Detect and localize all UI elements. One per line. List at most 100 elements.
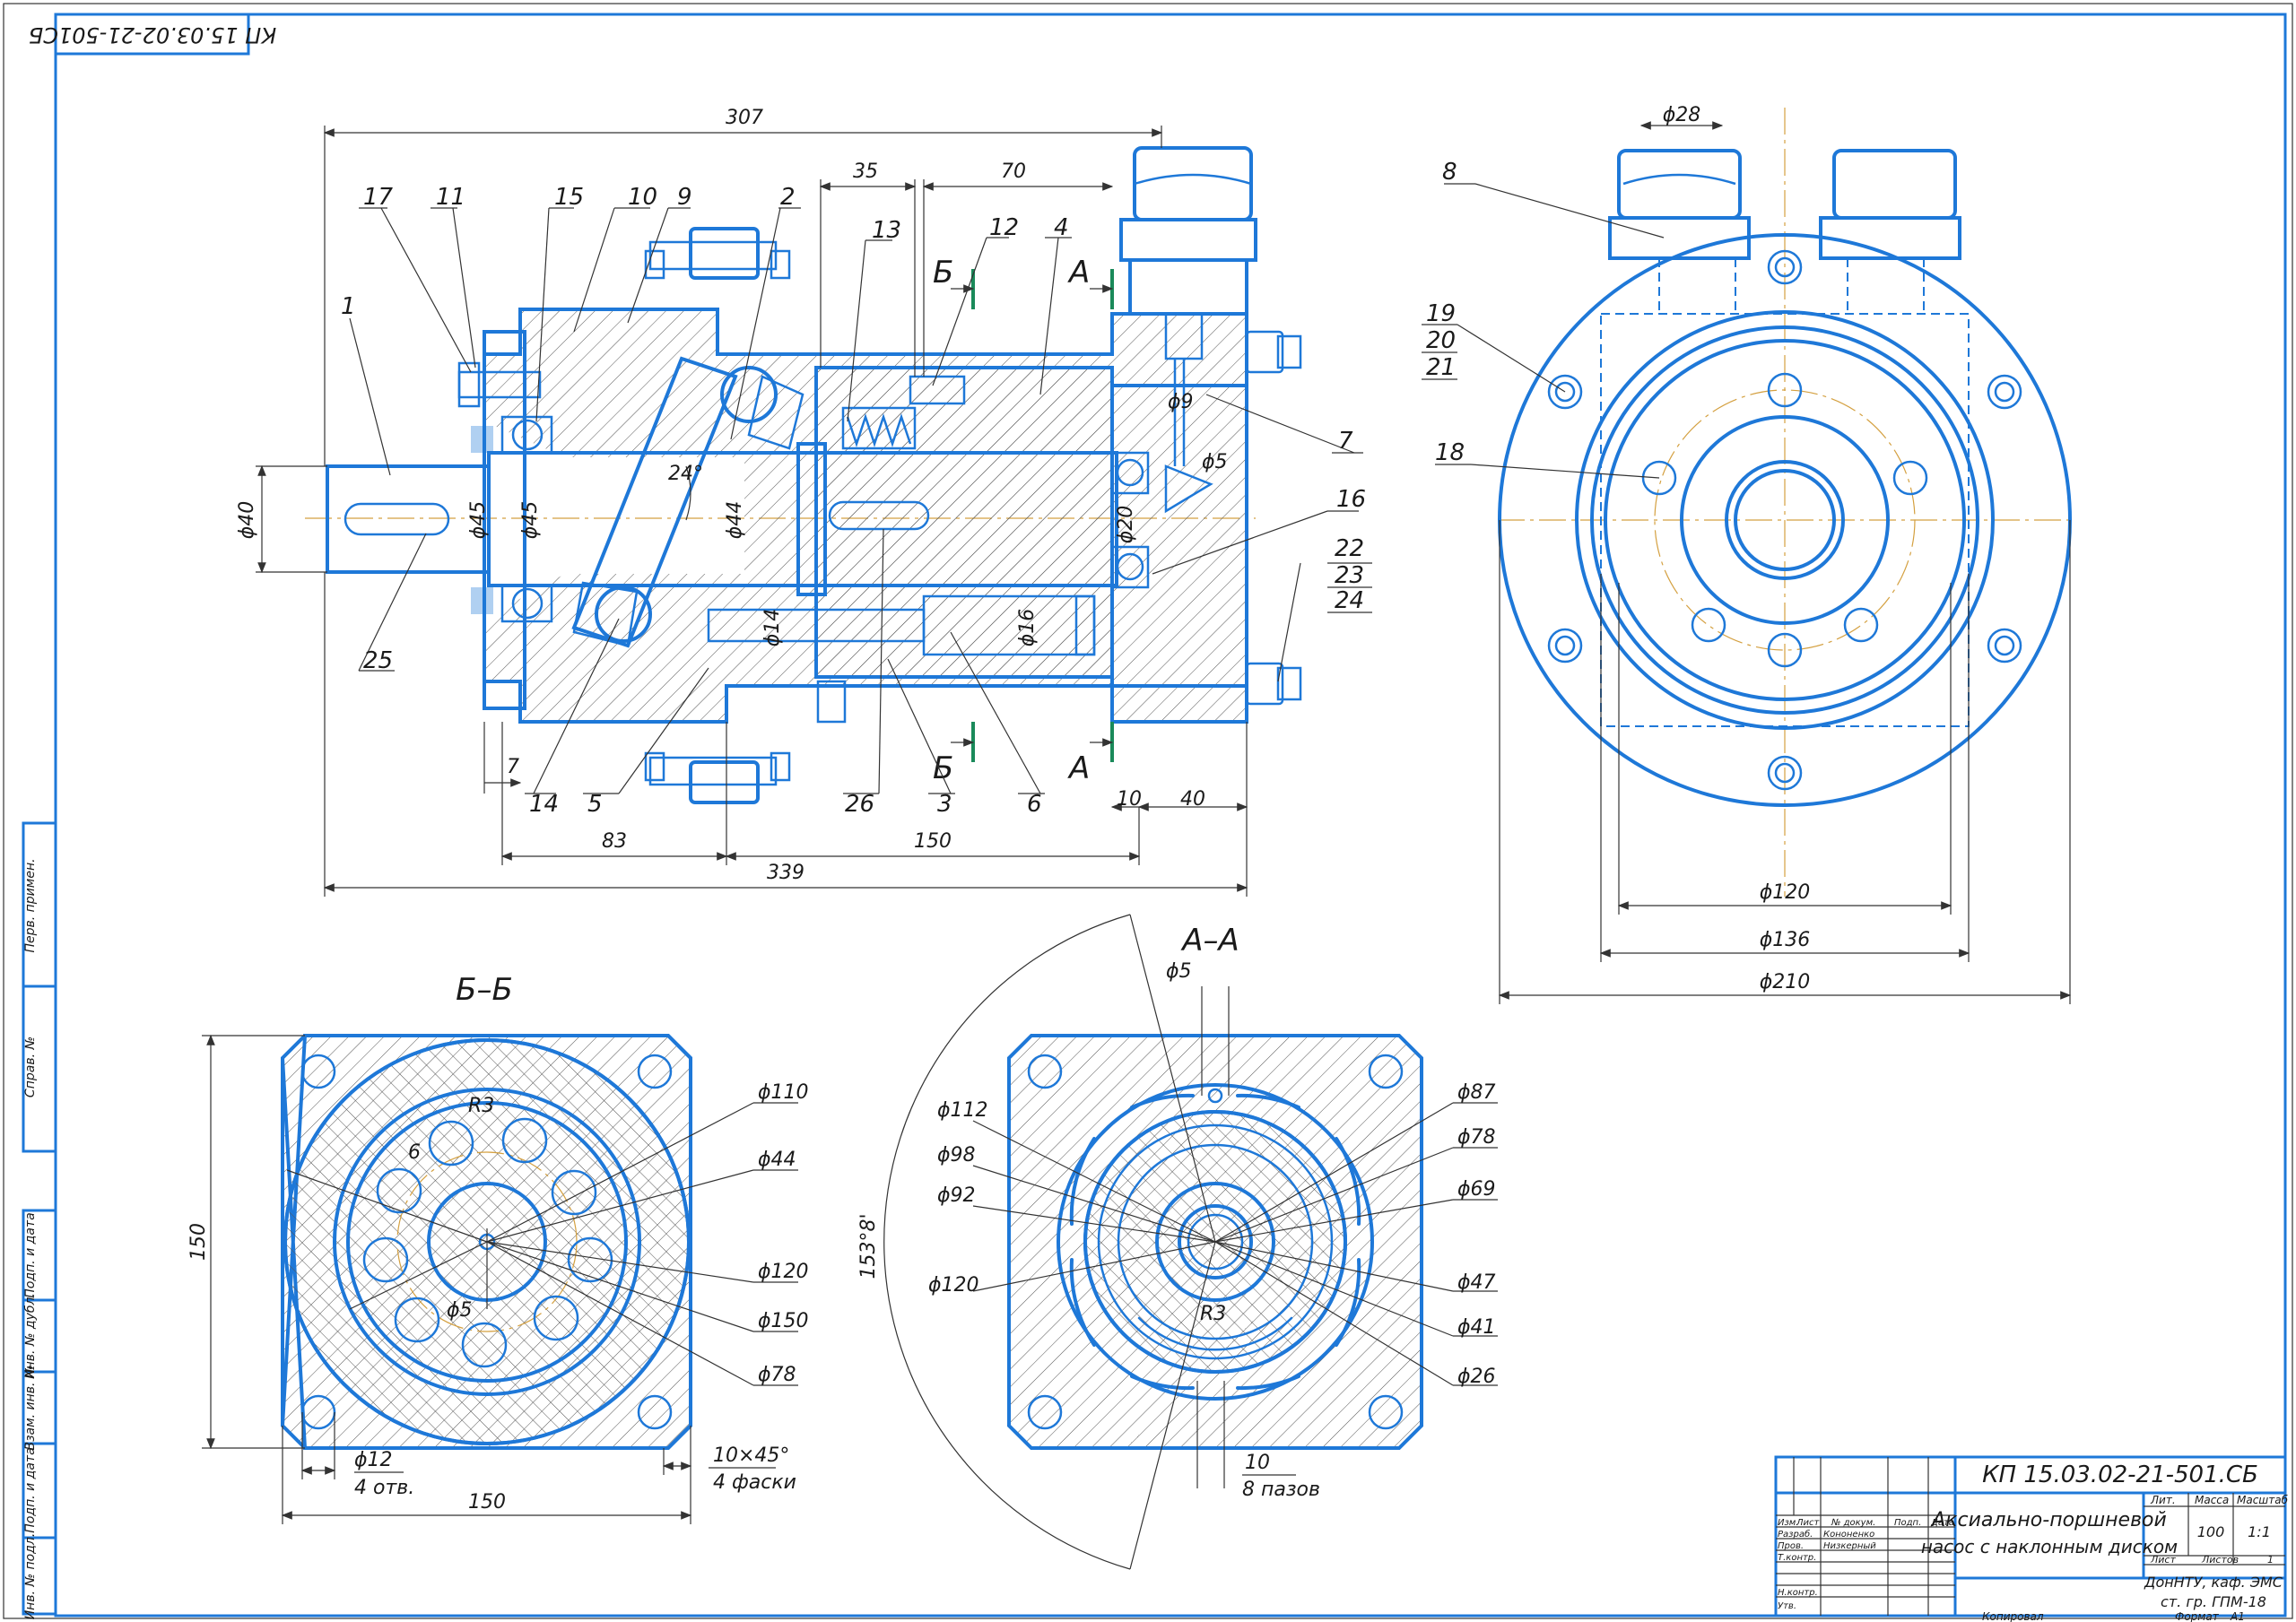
bottom-bolt [644,751,791,804]
aa-dim-d92: ϕ92 [937,1184,976,1207]
swash-plate [571,356,804,648]
port-fitting [1119,146,1257,316]
strip-label-6: Подп. и дата [23,1447,38,1532]
position-labels: 1 2 3 4 5 6 7 9 10 11 12 13 14 [341,184,1372,818]
side-dim-d28: ϕ28 [1663,104,1701,126]
aa-dim-d26: ϕ26 [1457,1366,1496,1388]
pos-7: 7 [1338,428,1353,455]
section-bb-leaders: ϕ110 ϕ44 ϕ120 ϕ150 ϕ78 R3 6 ϕ5 [286,1081,809,1386]
aa-dim-d5: ϕ5 [1166,960,1192,983]
tb-format-value: А1 [2230,1610,2245,1622]
tb-col-list: Лист [1796,1518,1821,1528]
bb-dim-d5: ϕ5 [447,1299,473,1322]
section-aa-slots [1069,1093,1361,1391]
section-bb: Б–Б ϕ110 [187,972,809,1524]
dim-10: 10 [1117,788,1142,811]
pos-10: 10 [628,184,657,211]
pistons [707,375,1096,656]
dim-339: 339 [767,862,804,884]
section-mark-a-bottom: А [1067,750,1090,786]
section-mark-b-bottom: Б [933,750,953,786]
top-stamp: КП 15.03.02-21-501СБ [29,13,276,56]
bb-dim-chamfer: 10×45° [713,1444,789,1467]
tb-name-razrab: Кононенко [1823,1530,1874,1540]
aa-dim-d120: ϕ120 [928,1274,979,1297]
side-view-nuts [1547,249,2022,791]
section-aa-corner-holes [1027,1054,1404,1430]
bb-dim-d150: ϕ150 [758,1310,809,1332]
title-block-doc-number: КП 15.03.02-21-501.СБ [1982,1462,2258,1488]
aa-dim-d47: ϕ47 [1457,1271,1496,1294]
pos-12: 12 [989,214,1019,241]
dim-70: 70 [1001,160,1026,183]
dim-7: 7 [507,756,519,778]
tb-role-razrab: Разраб. [1778,1529,1813,1540]
sheet-frame [3,3,2293,1619]
top-stamp-text: КП 15.03.02-21-501СБ [29,22,276,48]
front-bearing [471,415,553,623]
side-view: ϕ28 ϕ120 ϕ136 ϕ210 8 19 20 21 18 [1422,104,2072,1004]
bb-dim-d12: ϕ12 [354,1449,393,1471]
tb-org-2: ст. гр. ГПМ-18 [2161,1593,2266,1610]
pos-23: 23 [1335,562,1364,589]
dim-83: 83 [602,830,627,853]
strip-label-2: Справ. № [23,1037,38,1097]
pos-14: 14 [529,791,559,818]
bb-dim-d120: ϕ120 [758,1261,809,1283]
tb-mass-value: 100 [2197,1523,2225,1540]
dim-d16: ϕ16 [1016,609,1039,647]
strip-label-3: Подп. и дата [23,1212,38,1297]
bb-dim-6: 6 [408,1141,421,1164]
section-aa-leaders: ϕ5 ϕ112 ϕ98 ϕ92 ϕ120 ϕ87 ϕ78 ϕ69 ϕ47 ϕ41… [928,960,1498,1501]
aa-dim-d69: ϕ69 [1457,1178,1496,1201]
pos-25: 25 [363,647,393,674]
tb-format: Формат [2175,1610,2220,1622]
side-dim-d210: ϕ210 [1760,971,1811,993]
rear-cap [1110,312,1302,706]
pos-4: 4 [1054,214,1069,241]
dim-307: 307 [726,107,763,129]
section-bb-title: Б–Б [456,972,513,1008]
dim-d44: ϕ44 [724,501,746,540]
section-aa-title: А–А [1180,923,1239,958]
dim-d14: ϕ14 [761,609,784,647]
dim-d45-b: ϕ45 [519,501,542,540]
pos-20: 20 [1426,327,1456,354]
top-bolt [644,227,791,280]
side-dim-d120: ϕ120 [1760,881,1811,904]
dim-d20: ϕ20 [1115,506,1137,544]
side-dim-d136: ϕ136 [1760,929,1811,951]
bb-dim-holes: 4 отв. [354,1477,414,1499]
tb-col-data: Дата [1930,1518,1954,1528]
main-section-view: Б А Б А 307 35 70 ϕ9 ϕ5 ϕ20 ϕ40 ϕ45 ϕ45 … [236,107,1372,897]
aa-dim-slots: 8 пазов [1242,1479,1320,1501]
pos-19: 19 [1426,300,1456,327]
bb-dim-w150: 150 [468,1491,506,1514]
pos-15: 15 [554,184,584,211]
pos-24: 24 [1335,587,1364,614]
front-screw [457,361,542,408]
pos-26: 26 [845,791,874,818]
dim-35: 35 [853,160,878,183]
pos-6: 6 [1027,791,1042,818]
strip-label-7: Инв. № подл. [23,1533,38,1620]
aa-dim-angle: 153°8' [857,1213,880,1279]
strip-label-5: Взам. инв. № [23,1365,38,1450]
section-aa: А–А [857,914,1498,1570]
title-block-name-1: Аксиально-поршневой [1930,1509,2167,1531]
title-block: КП 15.03.02-21-501.СБ Аксиально-поршнево… [1774,1455,2289,1622]
pos-2: 2 [780,184,796,211]
dim-d40: ϕ40 [236,501,258,540]
tb-name-prov: Низкерный [1823,1541,1876,1551]
aa-dim-w10: 10 [1245,1452,1270,1474]
tb-scale: Масштаб [2237,1494,2289,1506]
dim-40: 40 [1180,788,1205,811]
tb-sheet: Лист [2150,1554,2176,1566]
dim-150-main: 150 [914,830,952,853]
bb-dim-r3: R3 [468,1095,494,1117]
pos-3: 3 [937,791,952,818]
tb-col-podp: Подп. [1894,1518,1921,1528]
pos-22: 22 [1335,535,1364,562]
dim-d9: ϕ9 [1168,391,1194,413]
tb-role-utv: Утв. [1778,1601,1796,1611]
